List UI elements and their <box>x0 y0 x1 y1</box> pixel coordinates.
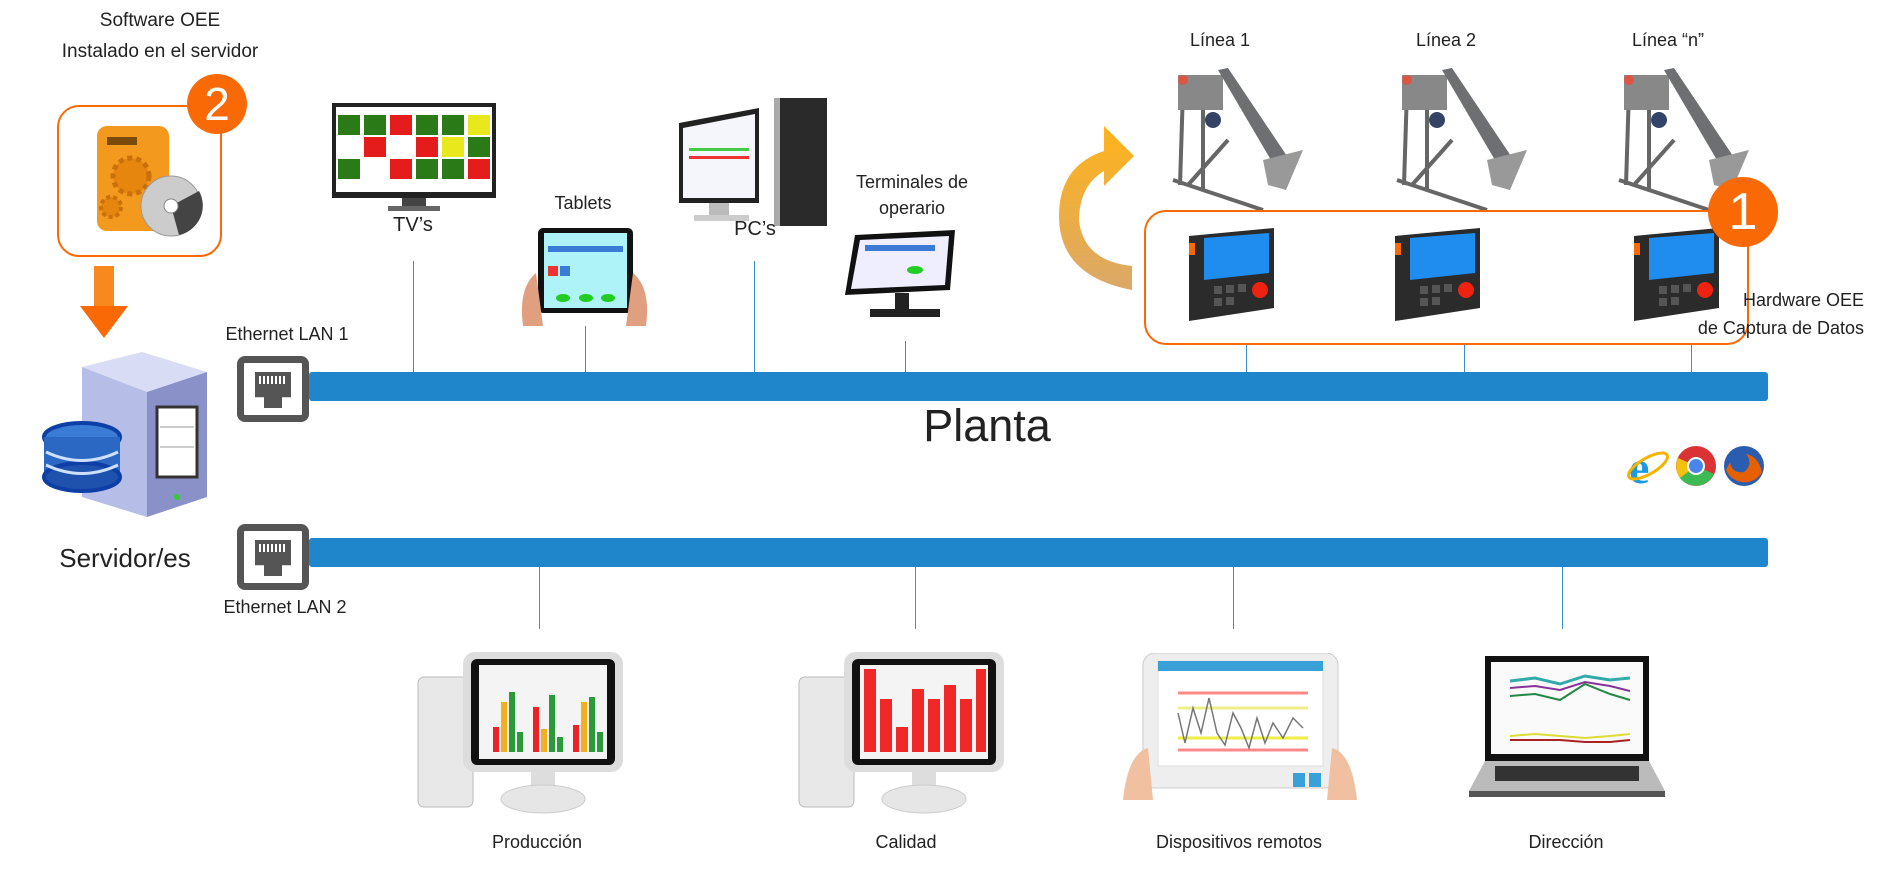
software-title-line2: Instalado en el servidor <box>61 41 259 62</box>
lan2-label: Ethernet LAN 2 <box>223 597 347 617</box>
connector-line <box>1562 567 1563 629</box>
firefox-icon <box>1724 446 1764 486</box>
pc-label: PC’s <box>734 218 776 240</box>
connector-line <box>539 567 540 629</box>
step-1-badge: 1 <box>1708 177 1778 247</box>
production-machine-icon <box>1396 68 1527 212</box>
connector-line <box>585 326 586 372</box>
curved-arrow-icon <box>1059 126 1134 290</box>
production-machine-icon <box>1172 68 1303 212</box>
connector-line <box>1691 345 1692 372</box>
operator-terminal-icon <box>845 230 955 317</box>
quality-label: Calidad <box>875 832 937 852</box>
production-computer-icon <box>417 652 623 814</box>
line-n-label: Línea “n” <box>1631 30 1705 50</box>
connector-line <box>1233 567 1234 629</box>
lan1-label: Ethernet LAN 1 <box>225 324 349 344</box>
plant-label: Planta <box>923 400 1051 451</box>
connector-line <box>1246 345 1247 372</box>
tv-label: TV’s <box>393 214 433 236</box>
connector-line <box>1464 345 1465 372</box>
connector-line <box>754 261 755 372</box>
connector-line <box>413 261 414 372</box>
line-1-label: Línea 1 <box>1189 30 1251 50</box>
connector-line <box>905 341 906 372</box>
ethernet-port-icon <box>237 524 309 590</box>
software-package-icon <box>97 126 203 237</box>
tv-icon <box>332 103 496 211</box>
laptop-icon <box>1469 656 1665 797</box>
svg-text:e: e <box>1629 443 1649 489</box>
terminal-label-line2: operario <box>878 198 946 218</box>
server-label: Servidor/es <box>59 543 191 573</box>
tablet-icon <box>521 228 648 326</box>
remote-devices-label: Dispositivos remotos <box>1155 832 1323 852</box>
hmi-device-icon <box>1395 228 1480 321</box>
hmi-device-icon <box>1634 228 1719 321</box>
lan1-bus <box>309 372 1768 401</box>
remote-tablet-icon <box>1123 653 1357 800</box>
management-label: Dirección <box>1528 832 1604 852</box>
pc-icon <box>679 98 827 226</box>
internet-explorer-icon: e <box>1627 443 1669 489</box>
hardware-box <box>1144 210 1749 345</box>
line-2-label: Línea 2 <box>1415 30 1477 50</box>
connector-line <box>915 567 916 629</box>
software-title-line1: Software OEE <box>99 10 221 31</box>
ethernet-port-icon <box>237 356 309 422</box>
step-2-badge: 2 <box>187 74 247 134</box>
production-label: Producción <box>491 832 583 852</box>
server-icon <box>42 352 207 517</box>
quality-computer-icon <box>798 652 1004 814</box>
tablets-label: Tablets <box>554 193 612 213</box>
terminal-label-line1: Terminales de <box>855 172 969 192</box>
lan2-bus <box>309 538 1768 567</box>
hardware-label-line1: Hardware OEE <box>1742 290 1864 310</box>
down-arrow-icon <box>80 266 128 338</box>
production-machine-icon <box>1618 68 1749 212</box>
chrome-icon <box>1676 446 1716 486</box>
software-box <box>57 105 222 257</box>
hardware-label-line2: de Captura de Datos <box>1697 318 1864 338</box>
hmi-device-icon <box>1189 228 1274 321</box>
